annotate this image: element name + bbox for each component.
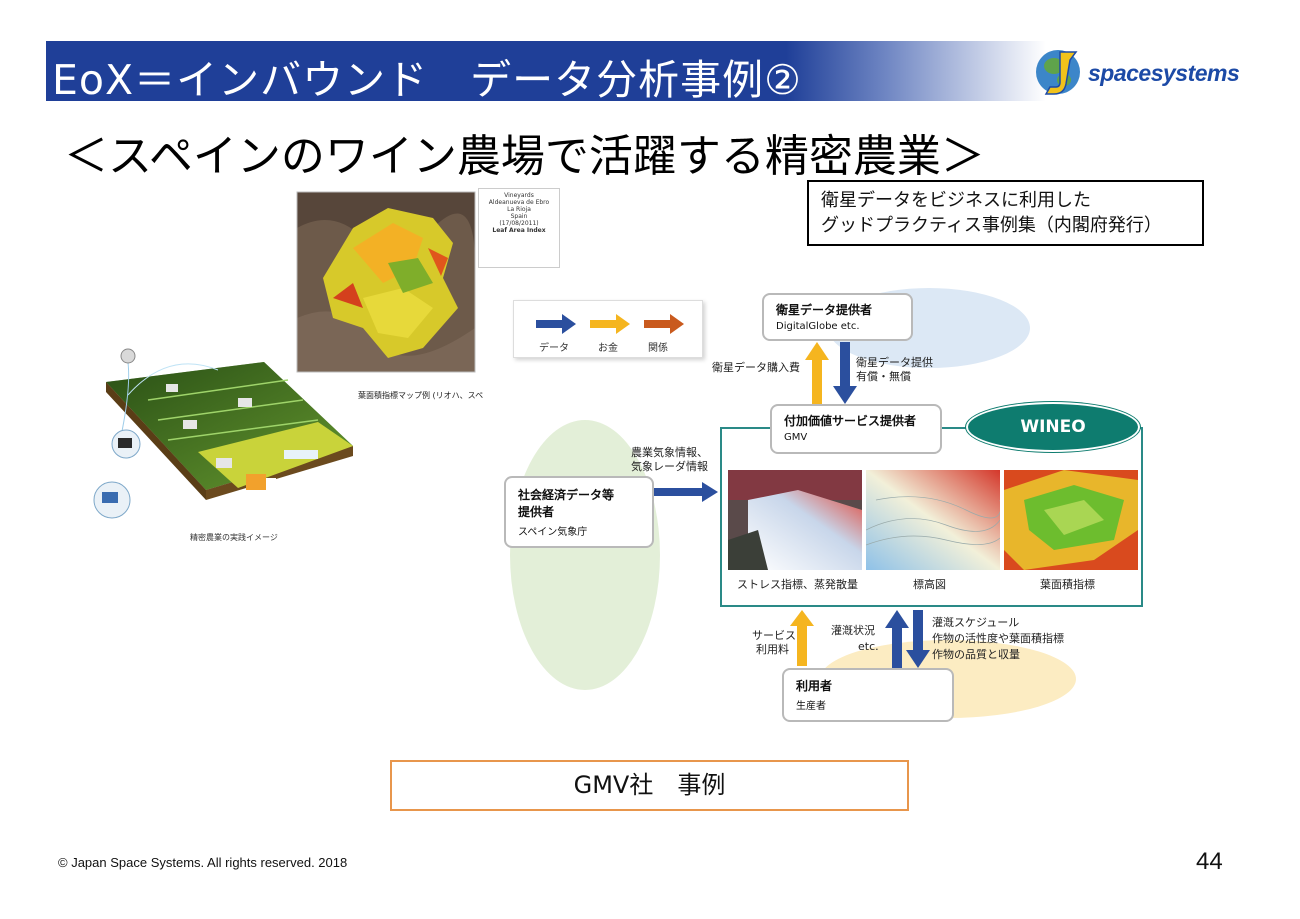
source-note-line-1: 衛星データをビジネスに利用した: [821, 190, 1091, 211]
jss-logo: [1036, 50, 1080, 95]
wineo-badge: WINEO: [966, 402, 1140, 452]
satellite-provider-box: 衛星データ提供者 DigitalGlobe etc.: [762, 293, 913, 341]
data-supply-arrow: [833, 342, 857, 404]
page-number: 44: [1196, 848, 1223, 875]
user-title: 利用者: [796, 679, 833, 693]
leaf-area-thumbnail: [1004, 470, 1138, 570]
map-label-line: Vineyards: [504, 192, 534, 199]
service-fee-arrow: [790, 610, 814, 666]
schedule-label-3: 作物の品質と収量: [932, 648, 1020, 661]
map-label-line: La Rioja: [507, 206, 531, 213]
case-label-box: GMV社 事例: [390, 760, 909, 811]
value-added-provider-box: 付加価値サービス提供者 GMV: [770, 404, 942, 454]
money-arrow-icon: [590, 314, 630, 334]
socio-title-1: 社会経済データ等: [518, 488, 615, 502]
legend-label-data: データ: [539, 343, 569, 354]
socio-title-2: 提供者: [518, 505, 555, 519]
socio-economic-provider-box: 社会経済データ等 提供者 スペイン気象庁: [504, 476, 654, 548]
irrigation-label-2: etc.: [858, 640, 879, 653]
leaf-area-caption: 葉面積指標: [1040, 578, 1095, 591]
map-label-title: Leaf Area Index: [492, 227, 546, 234]
lai-map-label: Vineyards Aldeanueva de Ebro La Rioja Sp…: [478, 188, 560, 268]
stress-caption: ストレス指標、蒸発散量: [737, 578, 858, 591]
purchase-fee-arrow: [805, 342, 829, 404]
elevation-thumbnail: [866, 470, 1000, 570]
value-added-sub: GMV: [784, 432, 808, 443]
service-fee-label-1: サービス: [752, 629, 796, 642]
socio-backdrop: [510, 420, 660, 690]
slide-title: EoX＝インバウンド データ分析事例②: [52, 56, 802, 104]
logo-wordmark: spacesystems: [1088, 60, 1240, 86]
source-note-line-2: グッドプラクティス事例集（内閣府発行）: [821, 215, 1162, 236]
legend-label-money: お金: [598, 343, 618, 354]
data-arrow-icon: [536, 314, 576, 334]
copyright-text: © Japan Space Systems. All rights reserv…: [58, 855, 348, 870]
precision-farm-illustration: [93, 348, 353, 519]
weather-label-2: 気象レーダ情報: [631, 460, 708, 473]
farm-caption: 精密農業の実践イメージ: [190, 533, 278, 542]
relation-arrow-icon: [644, 314, 684, 334]
weather-label-1: 農業気象情報、: [631, 446, 708, 459]
map-label-line: (17/08/2011): [499, 220, 539, 227]
provider-title: 衛星データ提供者: [776, 303, 873, 317]
supply-label-1: 衛星データ提供: [856, 356, 933, 369]
map-label-line: Aldeanueva de Ebro: [488, 199, 550, 206]
lai-map-caption: 葉面積指標マップ例 (リオハ、スペ: [358, 391, 484, 400]
stress-index-thumbnail: [728, 470, 862, 570]
irrigation-status-arrow: [885, 610, 909, 668]
arrow-legend: データ お金 関係: [513, 300, 703, 358]
schedule-label-2: 作物の活性度や葉面積指標: [932, 632, 1064, 645]
socio-sub: スペイン気象庁: [518, 527, 588, 538]
schedule-arrow: [906, 610, 930, 668]
slide-subtitle: ＜スペインのワイン農場で活躍する精密農業＞: [64, 131, 985, 182]
source-note-box: 衛星データをビジネスに利用した グッドプラクティス事例集（内閣府発行）: [807, 180, 1204, 246]
legend-label-relation: 関係: [648, 343, 668, 354]
title-bar: [46, 41, 1046, 101]
user-box: 利用者 生産者: [782, 668, 954, 722]
irrigation-label-1: 灌漑状況: [831, 624, 875, 637]
schedule-label-1: 灌漑スケジュール: [932, 616, 1020, 629]
user-sub: 生産者: [796, 701, 826, 712]
weather-data-arrow: [654, 482, 718, 502]
value-added-title: 付加価値サービス提供者: [784, 414, 917, 428]
purchase-fee-label: 衛星データ購入費: [712, 361, 800, 374]
map-label-line: Spain: [510, 213, 528, 220]
flow-arrows: [790, 342, 930, 668]
provider-sub: DigitalGlobe etc.: [776, 321, 860, 332]
elevation-caption: 標高図: [913, 578, 946, 591]
legend-arrows: [536, 314, 684, 334]
service-fee-label-2: 利用料: [756, 643, 789, 656]
supply-label-2: 有償・無償: [856, 370, 911, 383]
